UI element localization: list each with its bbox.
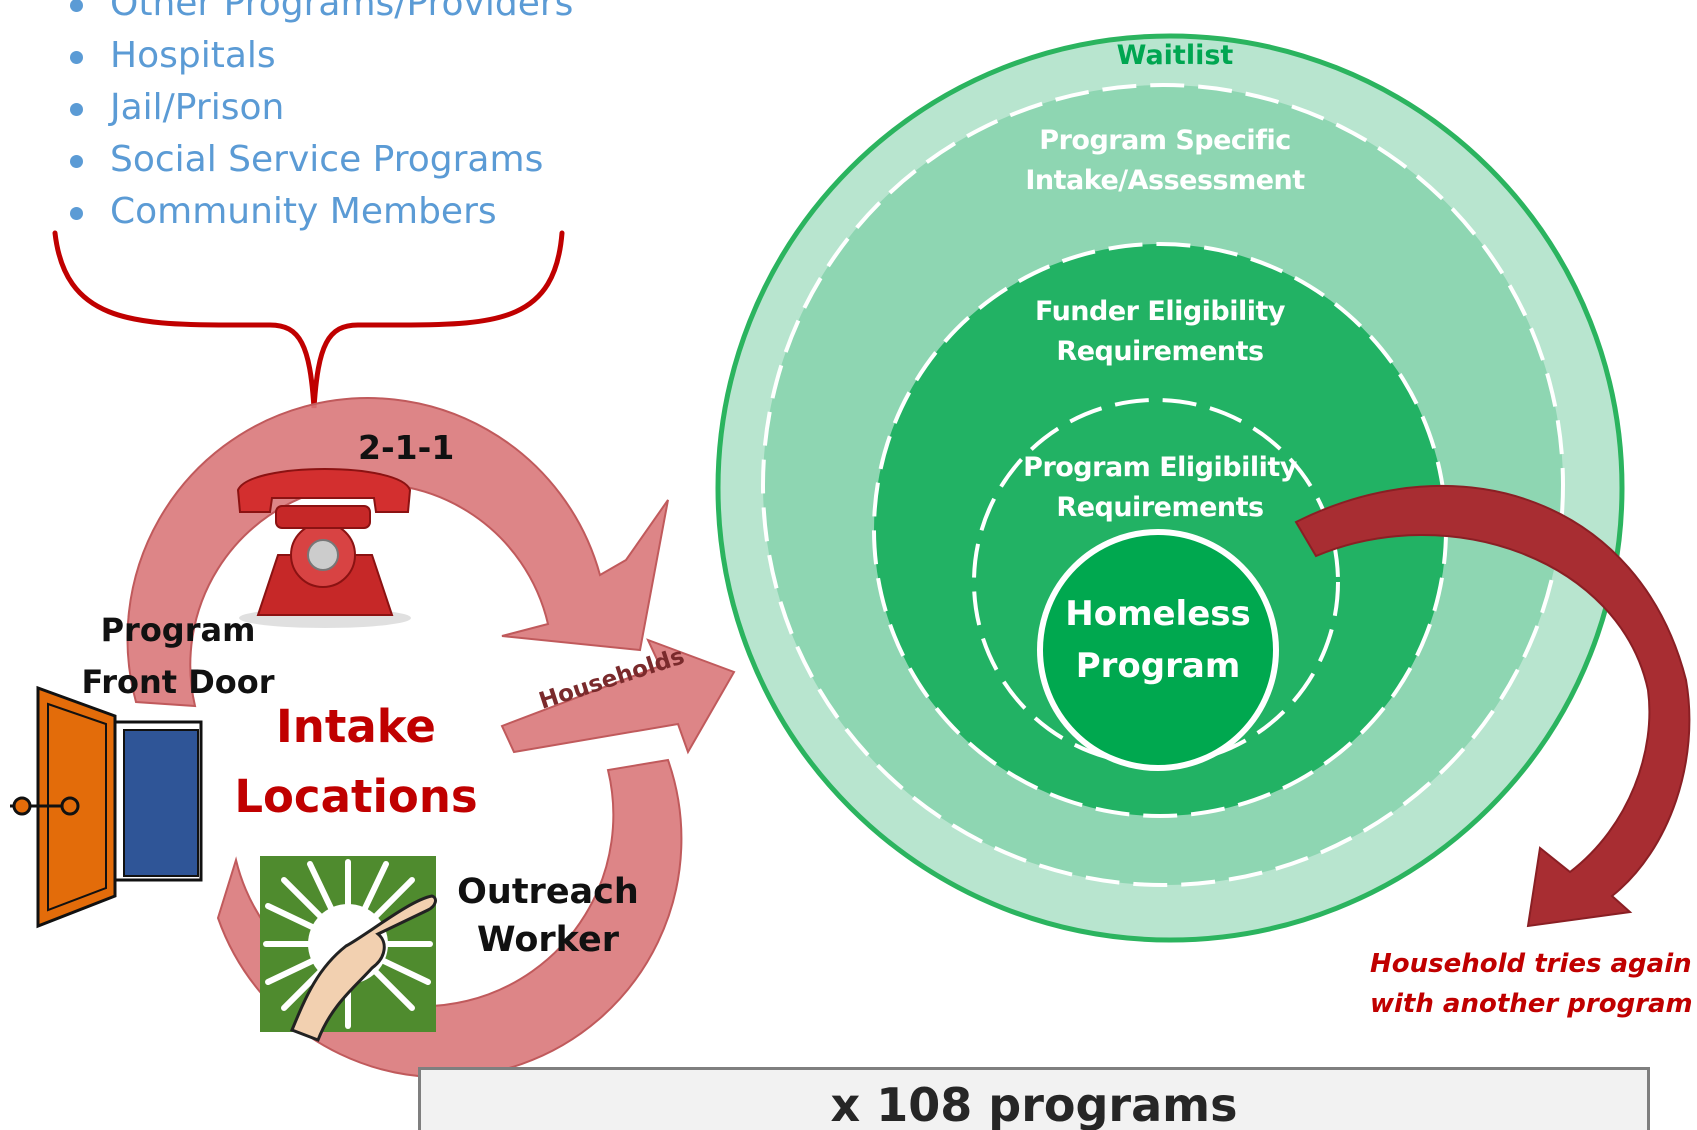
outreach-line1: Outreach <box>457 872 639 912</box>
referral-sources-list: Other Programs/Providers Hospitals Jail/… <box>64 0 573 238</box>
funder-eligibility-label: Funder Eligibility Requirements <box>1010 292 1310 372</box>
pointing-hand-icon <box>260 856 437 1042</box>
retry-line2: with another program <box>1370 989 1693 1019</box>
list-item: Social Service Programs <box>64 134 573 186</box>
retry-arrow <box>1294 484 1691 928</box>
intake-assessment-line1: Program Specific <box>1039 125 1291 156</box>
front-door-line2: Front Door <box>81 663 275 701</box>
program-rings <box>715 33 1625 943</box>
retry-note: Household tries again with another progr… <box>1370 944 1693 1024</box>
list-item: Other Programs/Providers <box>64 0 573 30</box>
retry-line1: Household tries again <box>1370 949 1692 979</box>
front-door-label: Program Front Door <box>78 604 278 708</box>
homeless-program-label: Homeless Program <box>1058 588 1258 692</box>
homeless-program-core <box>1037 529 1279 771</box>
outreach-line2: Worker <box>477 920 619 960</box>
referral-brace <box>52 230 565 409</box>
core-line1: Homeless <box>1065 594 1251 634</box>
intake-title-line2: Locations <box>234 770 478 823</box>
funder-line1: Funder Eligibility <box>1034 296 1286 327</box>
telephone-icon <box>236 468 412 628</box>
program-count-label: x 108 programs <box>830 1078 1238 1130</box>
waitlist-label: Waitlist <box>1116 40 1234 71</box>
program-elig-line2: Requirements <box>1056 492 1264 523</box>
outreach-worker-label: Outreach Worker <box>448 868 648 964</box>
list-item: Community Members <box>64 186 573 238</box>
households-arrow <box>500 638 736 755</box>
intake-assessment-line2: Intake/Assessment <box>1025 165 1305 196</box>
funder-line2: Requirements <box>1056 336 1264 367</box>
phone-label: 2-1-1 <box>358 428 455 467</box>
intake-locations-title: Intake Locations <box>232 692 480 832</box>
list-item: Jail/Prison <box>64 82 573 134</box>
list-item: Hospitals <box>64 30 573 82</box>
core-line2: Program <box>1075 646 1241 686</box>
program-elig-line1: Program Eligibility <box>1023 452 1297 483</box>
front-door-line1: Program <box>100 611 256 649</box>
program-eligibility-label: Program Eligibility Requirements <box>1005 448 1315 528</box>
door-icon <box>10 685 203 929</box>
program-count-box: x 108 programs <box>418 1067 1650 1130</box>
intake-title-line1: Intake <box>276 700 436 753</box>
intake-assessment-label: Program Specific Intake/Assessment <box>1010 121 1320 201</box>
